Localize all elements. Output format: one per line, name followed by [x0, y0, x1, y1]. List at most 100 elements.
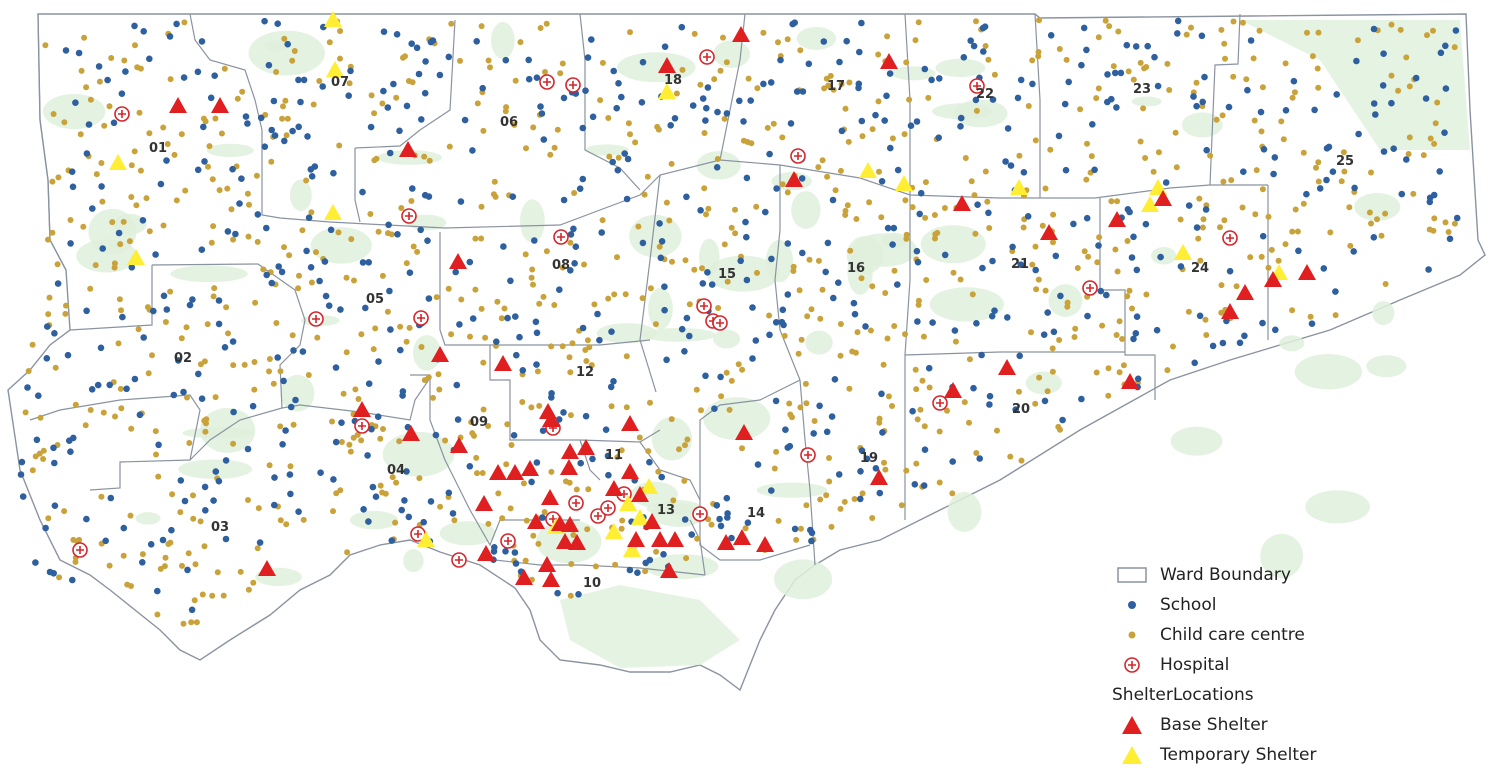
child-care-centre-dot — [528, 274, 535, 281]
greenspace-patch — [1354, 193, 1401, 221]
school-dot — [368, 425, 375, 433]
child-care-centre-dot — [1055, 423, 1062, 430]
child-care-centre-dot — [1074, 265, 1081, 271]
child-care-centre-dot — [385, 230, 391, 237]
child-care-centre-dot — [984, 198, 991, 205]
child-care-centre-dot — [936, 479, 943, 486]
school-dot — [388, 537, 396, 544]
child-care-centre-dot — [1032, 400, 1039, 407]
child-care-centre-dot — [1042, 185, 1049, 192]
ward-boundary-line — [579, 13, 641, 191]
child-care-centre-dot — [201, 417, 208, 424]
school-dot — [509, 193, 517, 200]
child-care-centre-dot — [1018, 457, 1025, 464]
school-dot — [282, 427, 289, 434]
school-dot — [422, 58, 429, 65]
school-dot — [427, 38, 435, 46]
child-care-centre-dot — [551, 302, 558, 308]
child-care-centre-dot — [338, 439, 345, 445]
base-shelter-marker — [1108, 211, 1126, 227]
school-dot — [914, 258, 922, 266]
child-care-centre-dot — [133, 202, 140, 209]
child-care-centre-dot — [1222, 55, 1228, 62]
child-care-centre-dot — [519, 399, 526, 405]
child-care-centre-dot — [599, 217, 606, 224]
school-dot — [531, 237, 538, 244]
child-care-centre-dot — [740, 137, 747, 144]
school-dot — [166, 33, 174, 40]
child-care-centre-dot — [721, 115, 728, 122]
school-dot — [387, 326, 394, 333]
child-care-centre-dot — [46, 294, 53, 301]
child-care-centre-dot — [499, 515, 506, 522]
school-dot — [1078, 61, 1085, 69]
child-care-centre-dot — [308, 279, 315, 286]
school-dot — [768, 487, 775, 494]
child-care-centre-dot — [842, 212, 849, 218]
child-care-centre-dot — [679, 66, 686, 73]
child-care-centre-dot — [1177, 216, 1184, 223]
school-dot — [380, 87, 387, 95]
child-care-centre-dot — [149, 352, 155, 359]
base-shelter-marker — [353, 401, 371, 417]
child-care-centre-dot — [585, 486, 592, 493]
child-care-centre-dot — [343, 274, 350, 281]
child-care-centre-dot — [45, 515, 52, 522]
school-dot — [1241, 332, 1248, 340]
child-care-centre-dot — [1137, 59, 1144, 66]
greenspace-patch — [935, 58, 986, 78]
school-dot — [180, 388, 187, 396]
child-care-centre-dot — [1207, 152, 1214, 159]
school-dot — [1132, 43, 1140, 50]
greenspace-patch — [519, 199, 545, 243]
school-dot — [249, 402, 257, 410]
child-care-centre-dot — [567, 592, 574, 599]
hospital-marker — [790, 148, 806, 164]
school-dot — [1104, 71, 1111, 78]
school-dot — [244, 120, 251, 127]
child-care-centre-dot — [1120, 362, 1127, 369]
temporary-shelter-marker — [326, 61, 344, 77]
school-dot — [1004, 314, 1011, 321]
child-care-centre-dot — [869, 283, 876, 290]
school-dot — [519, 367, 527, 374]
child-care-centre-dot — [164, 141, 171, 147]
school-dot — [1201, 73, 1208, 81]
child-care-centre-dot — [781, 332, 788, 339]
school-dot — [83, 150, 91, 157]
school-dot — [445, 489, 453, 497]
child-care-centre-dot — [1313, 164, 1319, 171]
child-care-centre-dot — [326, 39, 333, 46]
child-care-centre-dot — [436, 386, 443, 393]
greenspace-patch — [280, 374, 315, 412]
child-care-centre-dot — [1039, 222, 1046, 229]
child-care-centre-dot — [1307, 313, 1314, 320]
school-dot — [623, 195, 631, 203]
greenspace-patch — [756, 482, 828, 498]
school-dot — [890, 224, 898, 232]
hospital-marker — [500, 533, 516, 549]
school-dot — [614, 166, 622, 174]
greenspace-layer — [42, 20, 1470, 668]
child-care-centre-dot — [530, 532, 537, 539]
school-dot — [469, 147, 476, 154]
school-dot — [570, 225, 577, 233]
school-dot — [928, 76, 935, 84]
child-care-centre-dot — [290, 421, 297, 428]
hospitals-layer — [72, 49, 1238, 568]
school-dot — [421, 89, 429, 97]
school-dot — [1370, 234, 1378, 241]
school-dot — [120, 524, 128, 532]
child-care-centre-dot — [277, 368, 284, 375]
child-care-centre-dot — [534, 368, 541, 375]
base-shelter-marker — [735, 424, 753, 440]
child-care-centre-dot — [876, 168, 882, 175]
ward-boundary-line — [354, 19, 456, 149]
child-care-centre-dot — [1116, 369, 1123, 376]
school-dot — [1422, 95, 1430, 102]
child-care-centre-dot — [714, 156, 721, 162]
child-care-centre-dot — [724, 278, 731, 285]
child-care-centre-dot — [825, 82, 832, 89]
child-care-centre-dot — [472, 286, 479, 293]
child-care-centre-dot — [1239, 204, 1246, 211]
